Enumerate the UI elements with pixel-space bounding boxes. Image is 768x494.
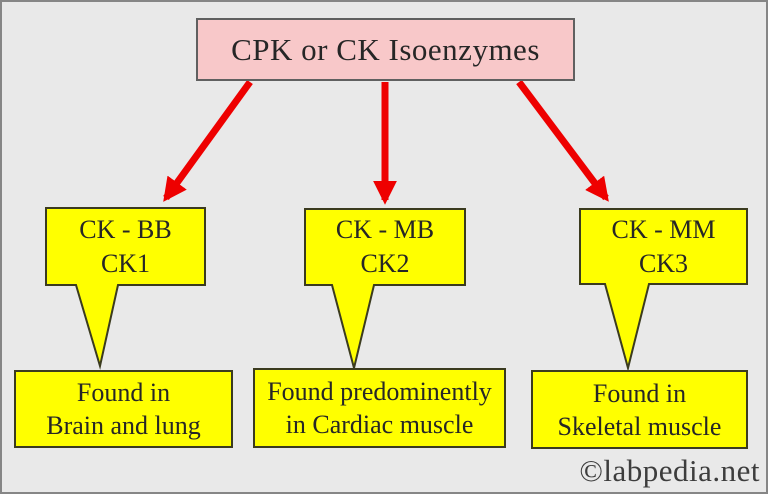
callout-shape-ck-mm [579, 208, 748, 372]
desc-line: Found in [76, 378, 171, 407]
watermark: ©labpedia.net [579, 453, 760, 488]
desc-line: Skeletal muscle [557, 411, 722, 441]
desc-ck-mb: Found predominently in Cardiac muscle [253, 368, 506, 448]
desc-ck-bb: Found in Brain and lung [14, 370, 233, 448]
node-code: CK2 [360, 249, 410, 278]
desc-ck-mm: Found in Skeletal muscle [531, 370, 748, 449]
callout-shape-ck-mb [304, 208, 466, 369]
desc-line: Brain and lung [46, 411, 201, 440]
desc-line: in Cardiac muscle [285, 410, 474, 439]
title-box: CPK or CK Isoenzymes [196, 18, 575, 81]
node-name: CK - BB [79, 214, 172, 244]
node-name: CK - MM [611, 214, 716, 244]
desc-line: Found predominently [267, 377, 492, 406]
arrow-to-ck-mm-icon [516, 79, 609, 202]
node-ck-mm: CK - MM CK3 [580, 209, 747, 284]
node-ck-mb: CK - MB CK2 [305, 209, 465, 285]
page-title: CPK or CK Isoenzymes [231, 31, 540, 67]
node-code: CK1 [100, 248, 151, 278]
desc-line: Found in [592, 378, 687, 408]
node-code: CK3 [638, 248, 689, 278]
arrow-to-ck-bb-icon [163, 79, 253, 202]
node-ck-bb: CK - BB CK1 [46, 208, 205, 285]
node-name: CK - MB [335, 215, 435, 244]
callout-shape-ck-bb [45, 207, 206, 370]
